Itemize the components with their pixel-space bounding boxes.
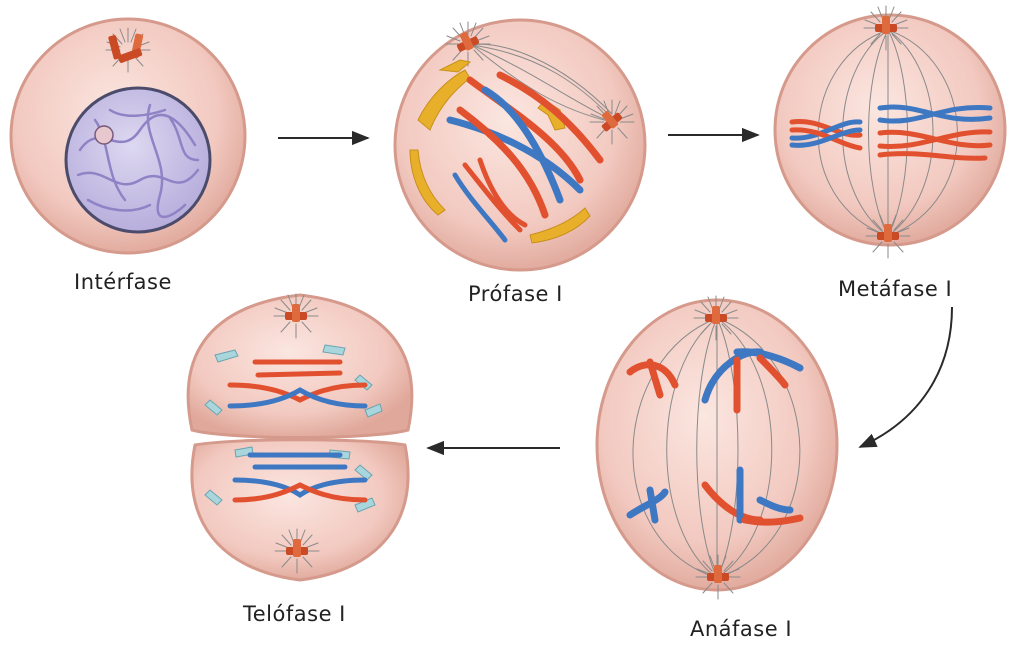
nucleolus bbox=[95, 126, 113, 144]
label-prophase-1: Prófase I bbox=[468, 282, 563, 306]
cell-prophase-1 bbox=[395, 20, 645, 270]
cell-metaphase-1 bbox=[775, 6, 1005, 258]
label-anaphase-1: Anáfase I bbox=[690, 617, 792, 641]
cell-interphase bbox=[11, 19, 245, 253]
label-telophase-1: Telófase I bbox=[243, 602, 346, 626]
cell-anaphase-1 bbox=[597, 296, 837, 599]
cell-telophase-1 bbox=[188, 294, 412, 580]
label-interphase: Intérfase bbox=[74, 270, 172, 294]
daughter-cell-bottom bbox=[192, 440, 408, 580]
arrow-metaphase-to-anaphase bbox=[860, 307, 952, 447]
label-metaphase-1: Metáfase I bbox=[838, 277, 952, 301]
